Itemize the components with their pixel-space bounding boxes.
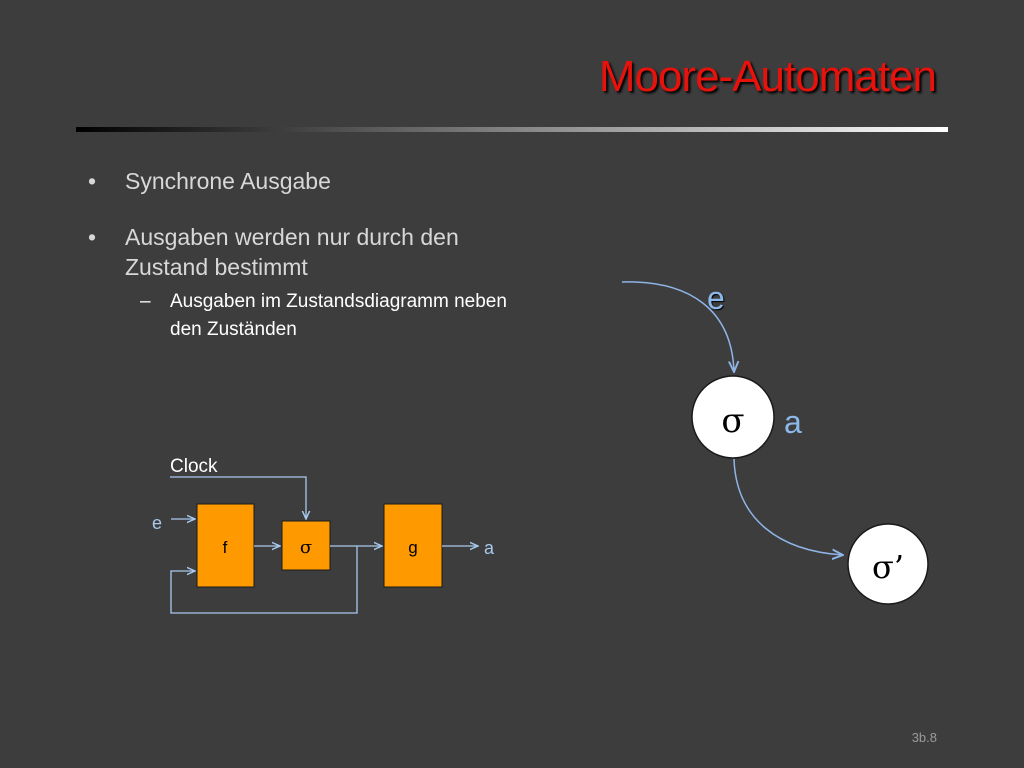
clock-wire [170, 476, 306, 519]
state-input-label: e [707, 280, 725, 316]
f-block-label: f [223, 538, 228, 557]
input-transition-arrow [621, 281, 734, 372]
sub-bullet-dash: – [140, 291, 151, 312]
page-number: 3b.8 [911, 730, 937, 745]
state-sigma-prime-label: σ’ [872, 548, 904, 586]
bullet-dot: • [88, 224, 97, 250]
f-block [196, 503, 255, 588]
bullet-item: • Ausgaben werden nur durch den Zustand … [88, 222, 515, 282]
state-diagram: e σ a σ’ [621, 280, 929, 605]
clock-label: Clock [170, 456, 218, 477]
circuit-input-label: e [152, 513, 162, 533]
state-output-label: a [784, 404, 802, 440]
slide-title: Moore-Automaten [598, 52, 937, 101]
sub-bullet-text: Ausgaben im Zustandsdiagramm neben den Z… [170, 291, 507, 340]
bullet-text: Ausgaben werden nur durch den Zustand be… [125, 224, 459, 280]
sub-bullet-item: – Ausgaben im Zustandsdiagramm neben den… [140, 288, 520, 344]
sigma-register [281, 520, 331, 571]
bullet-item: • Synchrone Ausgabe [88, 168, 515, 195]
state-transition-arrow [733, 458, 843, 555]
circuit-output-label: a [484, 538, 495, 558]
sigma-register-label: σ [300, 537, 312, 558]
state-sigma [691, 375, 775, 459]
bullet-dot: • [88, 168, 97, 194]
bullet-text: Synchrone Ausgabe [125, 168, 331, 194]
g-block [383, 503, 443, 588]
feedback-wire [170, 546, 358, 614]
state-sigma-label: σ [721, 401, 744, 441]
circuit-diagram: Clock e f σ g a [152, 456, 495, 614]
state-sigma-prime [847, 523, 929, 605]
title-divider [76, 127, 948, 132]
g-block-label: g [408, 538, 417, 557]
